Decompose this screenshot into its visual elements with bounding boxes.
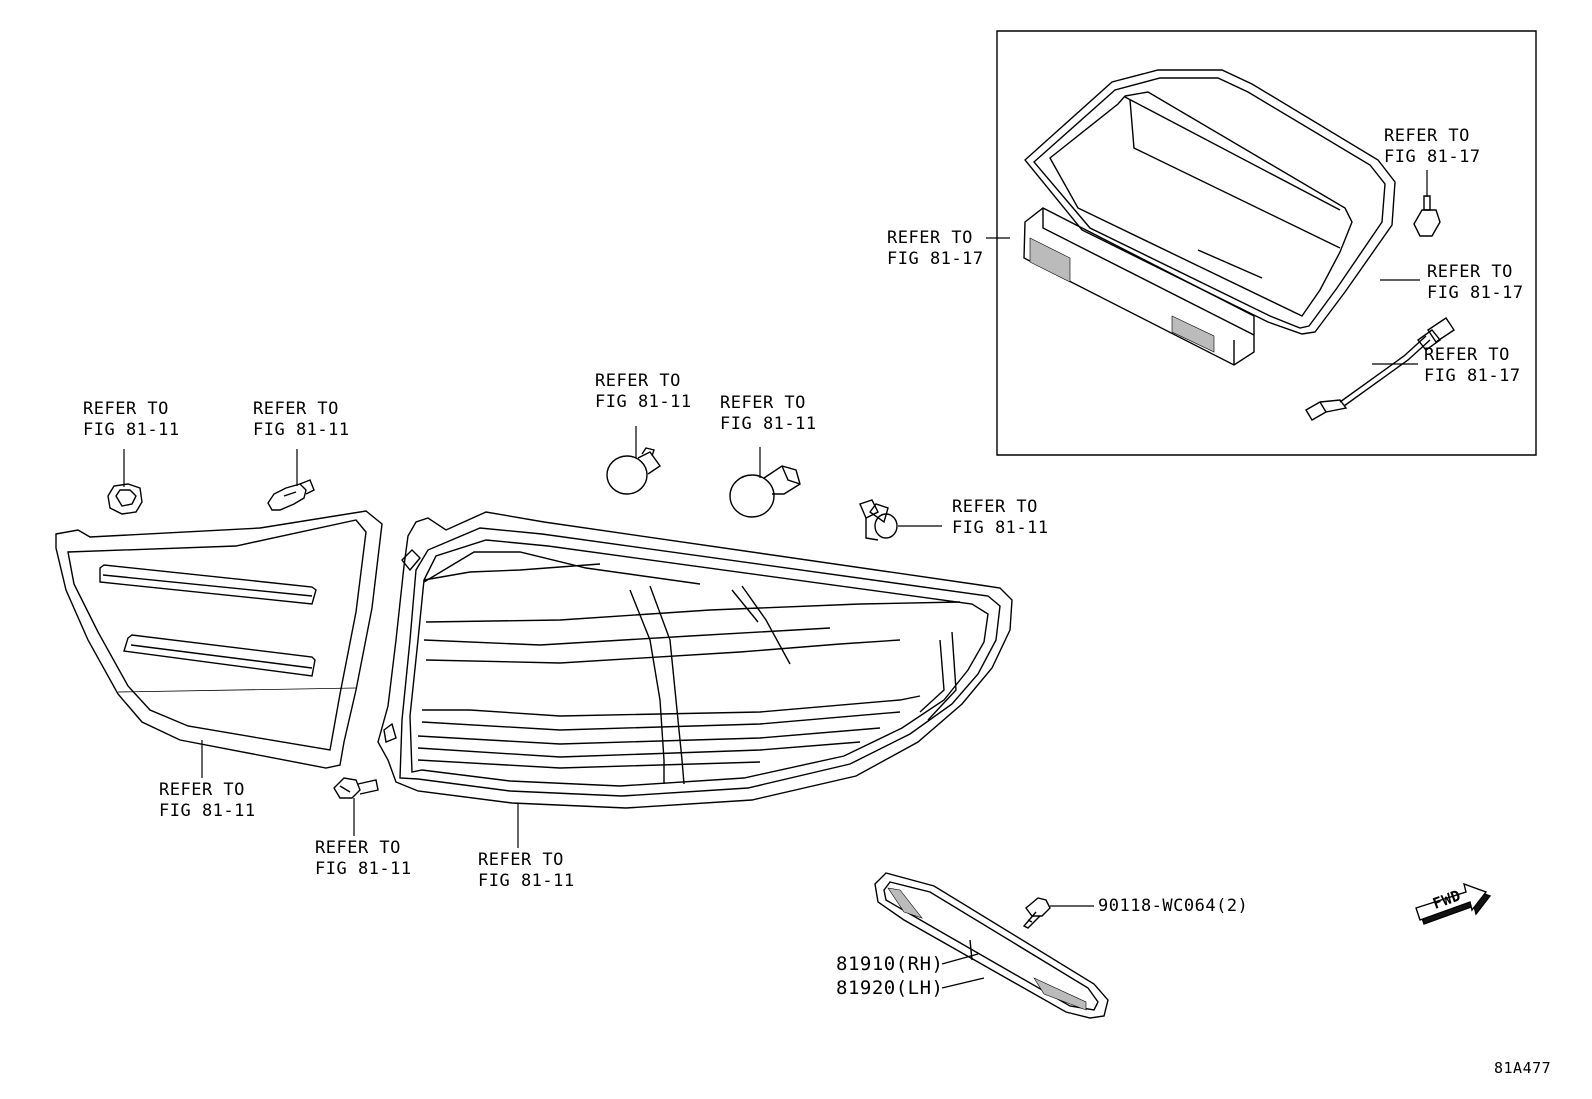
callout-fig-text: FIG 81-11 — [720, 414, 817, 434]
bayonet-bulb — [607, 448, 660, 494]
wedge-bulb-large — [730, 466, 800, 517]
callout-bayonet-bulb: REFER TO FIG 81-11 — [595, 371, 692, 413]
part-number-rh-text: 81910(RH) — [836, 953, 944, 975]
callout-small-bulb: REFER TO FIG 81-11 — [253, 399, 350, 441]
callout-refer-text: REFER TO — [83, 399, 169, 419]
callout-refer-text: REFER TO — [595, 371, 681, 391]
fwd-arrow-icon — [1416, 884, 1490, 924]
callout-refer-text: REFER TO — [952, 497, 1038, 517]
hmsl-housing — [1025, 70, 1395, 334]
callout-hmsl-clip: REFER TO FIG 81-17 — [1384, 126, 1481, 168]
callout-refer-text: REFER TO — [720, 393, 806, 413]
part-number-text: 90118-WC064(2) — [1098, 896, 1249, 916]
callout-wedge-bulb: REFER TO FIG 81-11 — [720, 393, 817, 435]
callout-fig-text: FIG 81-11 — [478, 871, 575, 891]
callout-inner-lamp: REFER TO FIG 81-11 — [159, 780, 256, 822]
callout-refer-text: REFER TO — [1424, 345, 1510, 365]
part-number-lh-text: 81920(LH) — [836, 977, 944, 999]
callout-fig-text: FIG 81-17 — [1424, 366, 1521, 386]
hmsl-lens — [1024, 208, 1254, 365]
callout-fig-text: FIG 81-11 — [159, 801, 256, 821]
callout-fig-text: FIG 81-11 — [595, 392, 692, 412]
callout-hmsl-harness: REFER TO FIG 81-17 — [1424, 345, 1521, 387]
callout-fig-text: FIG 81-17 — [1384, 147, 1481, 167]
callout-fig-text: FIG 81-17 — [887, 249, 984, 269]
fastener-screw — [1024, 898, 1050, 928]
callout-refer-text: REFER TO — [478, 850, 564, 870]
part-number-fastener: 90118-WC064(2) — [1098, 896, 1248, 917]
rear-reflector — [875, 873, 1108, 1018]
callout-fig-text: FIG 81-11 — [315, 859, 412, 879]
hmsl-inset-box — [997, 31, 1536, 455]
callout-refer-text: REFER TO — [159, 780, 245, 800]
callout-outer-lamp: REFER TO FIG 81-11 — [478, 850, 575, 892]
callout-refer-text: REFER TO — [887, 228, 973, 248]
callout-fig-text: FIG 81-11 — [952, 518, 1049, 538]
callout-refer-text: REFER TO — [1384, 126, 1470, 146]
callout-socket: REFER TO FIG 81-11 — [952, 497, 1049, 539]
leader-reflector-lh — [942, 978, 984, 988]
leader-reflector-rh — [942, 954, 978, 964]
callout-hmsl-housing: REFER TO FIG 81-17 — [1427, 262, 1524, 304]
rear-lamp-outer — [378, 512, 1012, 808]
part-number-reflector: 81910(RH) 81920(LH) — [836, 952, 943, 1000]
callout-fig-text: FIG 81-17 — [1427, 283, 1524, 303]
hmsl-wire-harness — [1306, 318, 1454, 420]
screw-part — [334, 778, 378, 798]
callout-grommet: REFER TO FIG 81-11 — [83, 399, 180, 441]
figure-code: 81A477 — [1494, 1059, 1552, 1077]
hmsl-clip — [1414, 196, 1440, 236]
callout-refer-text: REFER TO — [253, 399, 339, 419]
wedge-bulb-small — [268, 480, 314, 510]
callout-fig-text: FIG 81-11 — [83, 420, 180, 440]
callout-refer-text: REFER TO — [315, 838, 401, 858]
callout-refer-text: REFER TO — [1427, 262, 1513, 282]
leader-lines — [124, 170, 1427, 988]
lamp-socket — [860, 500, 897, 540]
rear-lamp-inner — [56, 511, 382, 768]
callout-screw: REFER TO FIG 81-11 — [315, 838, 412, 880]
callout-hmsl-lens: REFER TO FIG 81-17 — [887, 228, 984, 270]
callout-fig-text: FIG 81-11 — [253, 420, 350, 440]
grommet-part — [108, 484, 142, 514]
